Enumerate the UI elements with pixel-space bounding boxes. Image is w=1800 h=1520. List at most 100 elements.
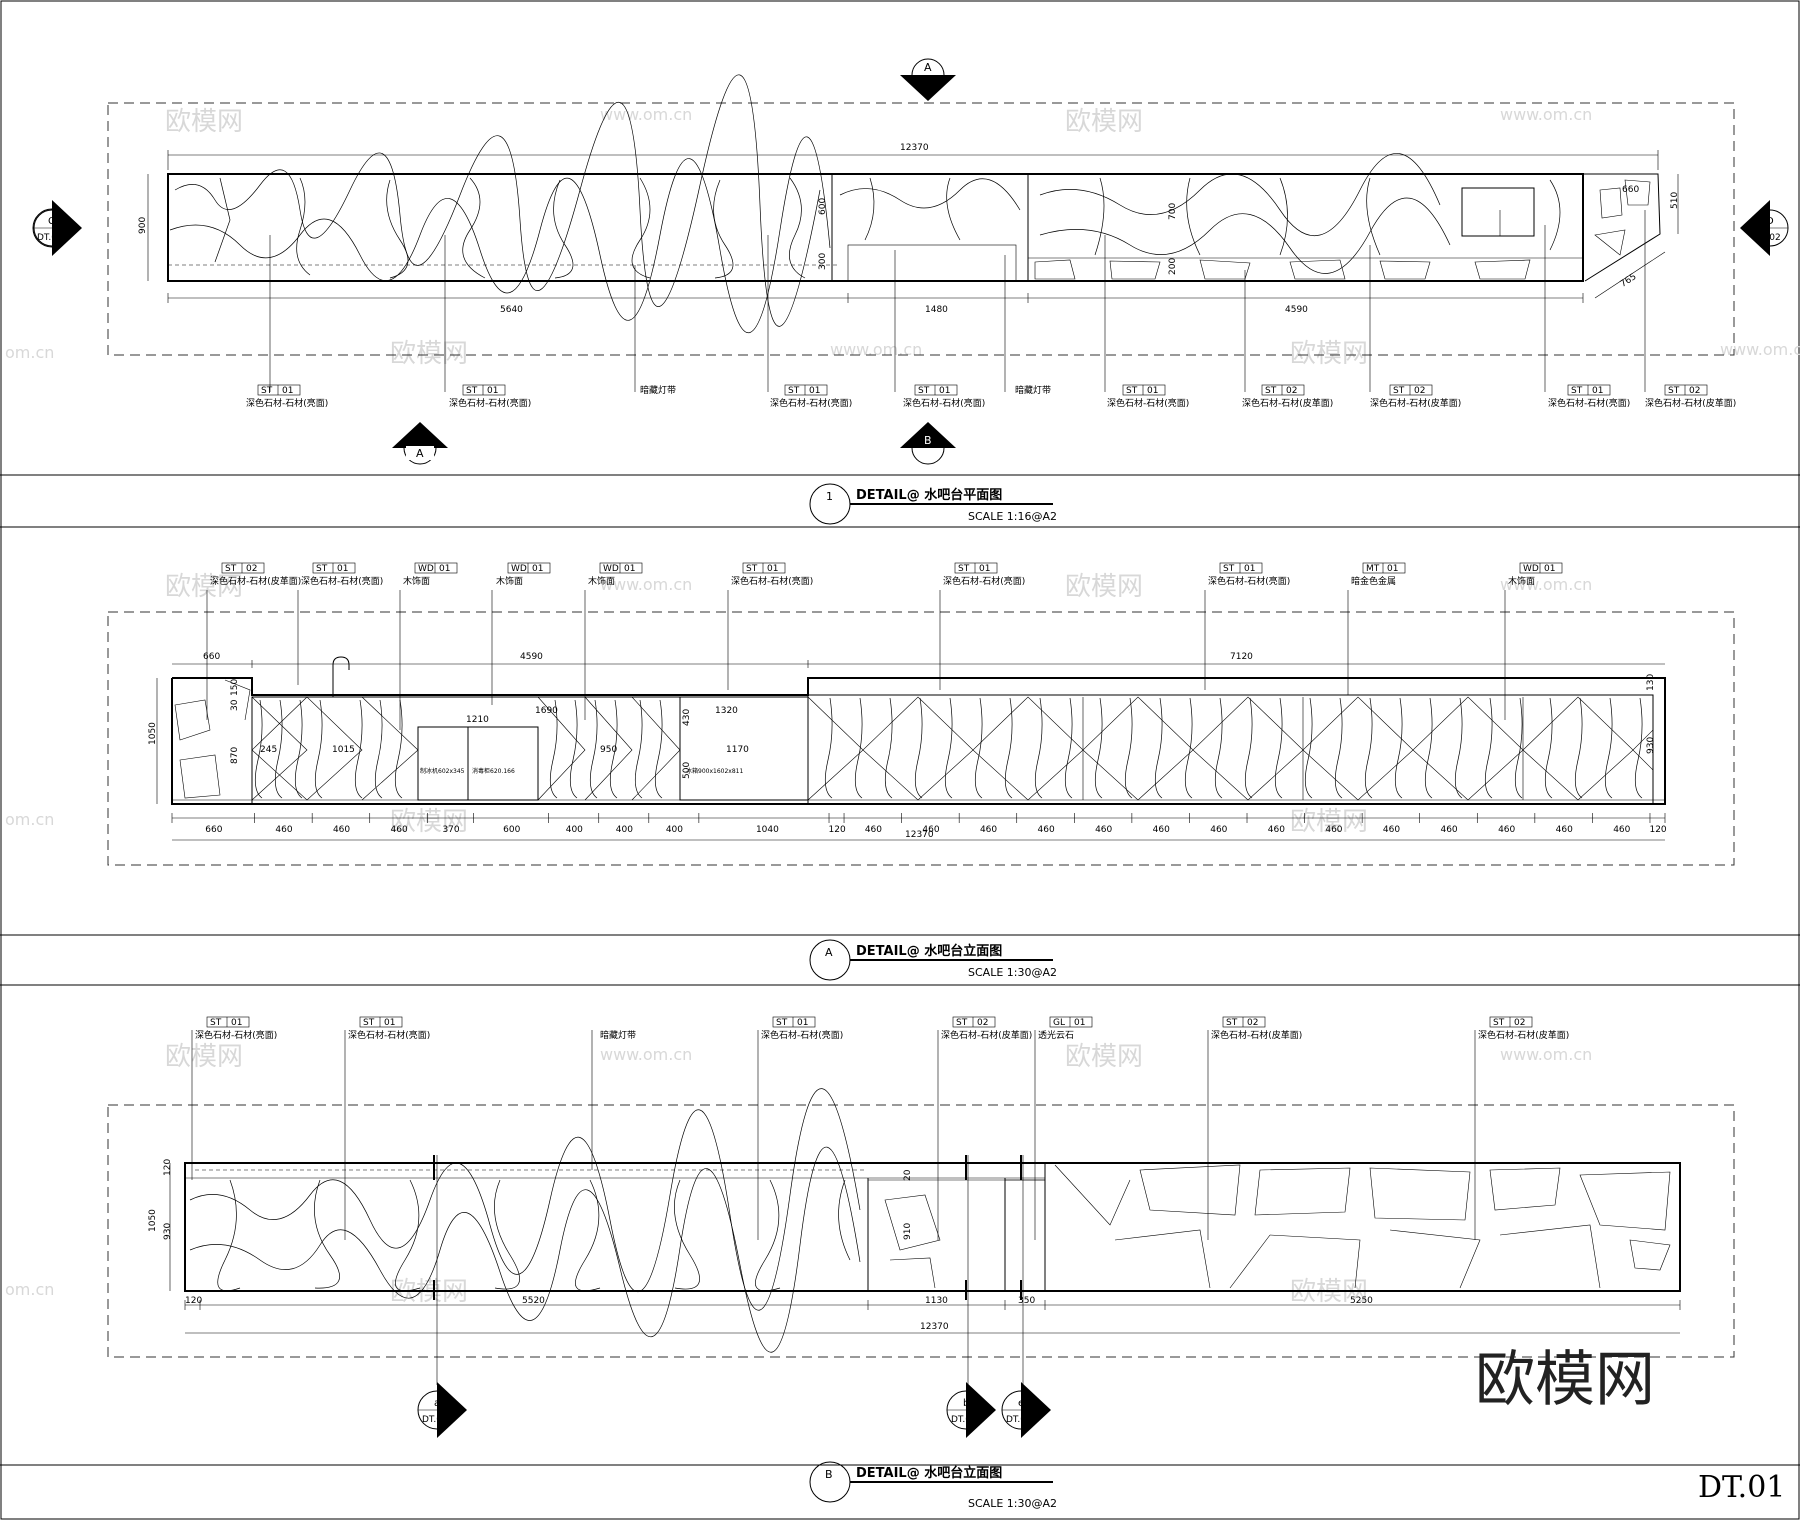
dim-other: 200 — [1168, 258, 1178, 275]
dim-overall: 12370 — [920, 1322, 949, 1332]
dim-segment: 5640 — [500, 305, 523, 315]
panel-scale: SCALE 1:16@A2 — [968, 510, 1057, 523]
plan-leather-blocks — [1034, 179, 1651, 280]
svg-text:DT.02: DT.02 — [1006, 1415, 1032, 1425]
material-tag-num: 01 — [337, 564, 348, 574]
watermark-url: om.cn — [5, 810, 54, 829]
dim-bottom: 460 — [865, 825, 882, 835]
dim-bottom: 460 — [1095, 825, 1112, 835]
dim-bottom: 460 — [1383, 825, 1400, 835]
material-tag-num: 01 — [231, 1018, 242, 1028]
elevation-a-inner-dims: 245 1015 1210 1690 950 1320 1170 870 150… — [230, 674, 1656, 779]
dim-inner: 910 — [903, 1223, 913, 1240]
plan-title-block: 1 DETAIL@ 水吧台平面图 SCALE 1:16@A2 — [809, 483, 1057, 525]
dim-bottom: 460 — [275, 825, 292, 835]
dim-bottom: 460 — [980, 825, 997, 835]
svg-text:e: e — [1018, 1398, 1024, 1409]
dim-inner: 30 — [230, 699, 240, 711]
svg-text:02: 02 — [1689, 386, 1700, 396]
svg-text:ST: ST — [918, 386, 930, 396]
material-tag-label: 暗藏灯带 — [600, 1029, 636, 1041]
dim-inner: 120 — [163, 1159, 173, 1176]
watermark-url: om.cn — [5, 343, 54, 362]
dim-inner: 245 — [260, 745, 277, 755]
material-tag-label: 深色石材-石材(皮革面) — [1211, 1029, 1302, 1041]
elevation-a-dimensions: 660 4590 7120 1050 12370 — [148, 652, 1665, 841]
panel-title: DETAIL@ 水吧台立面图 — [856, 1465, 1002, 1481]
plan-leaders — [269, 210, 1646, 392]
material-tag-code: ST — [210, 1018, 222, 1028]
material-tag-code: ST — [776, 1018, 788, 1028]
elevation-a-stone-left — [174, 679, 251, 799]
material-tag-num: 01 — [624, 564, 635, 574]
material-tag-code: ST — [1223, 564, 1235, 574]
material-tag-num: 01 — [1244, 564, 1255, 574]
material-tag-label: 暗藏灯带 — [1015, 384, 1051, 396]
material-tag-code: WD — [418, 564, 434, 574]
section-marker: B — [900, 422, 956, 465]
svg-text:01: 01 — [809, 386, 820, 396]
panel-scale: SCALE 1:30@A2 — [968, 966, 1057, 979]
svg-text:DT.02: DT.02 — [951, 1415, 977, 1425]
material-tag-label: 深色石材-石材(亮面) — [1548, 397, 1630, 409]
material-tag-num: 02 — [1247, 1018, 1258, 1028]
dim-other: 510 — [1670, 192, 1680, 209]
elevation-a-panel: 制冰机602x345 消毒柜620.166 冰箱900x1602x811 — [107, 562, 1735, 981]
dim-segment: 120 — [185, 1296, 202, 1306]
svg-text:A: A — [416, 447, 424, 460]
watermark-faint: 欧模网 — [390, 807, 468, 837]
dim-bottom: 460 — [922, 825, 939, 835]
material-tag: 暗藏灯带 — [600, 1029, 636, 1041]
dim-inner: 930 — [1646, 737, 1656, 754]
dim-bottom: 460 — [391, 825, 408, 835]
plan-view-boundary — [107, 102, 1735, 356]
material-tag-code: ST — [958, 564, 970, 574]
elevation-a-diamond-panels — [251, 696, 1654, 801]
section-marker: D DT.02 — [1740, 200, 1789, 256]
material-tag-num: 01 — [1387, 564, 1398, 574]
elevation-b-panel: 1050 120 930 20 910 120 5520 1130 350 52… — [107, 1016, 1735, 1510]
material-tag-num: 02 — [1514, 1018, 1525, 1028]
elevation-a-wood-body — [807, 694, 1654, 805]
material-tag-label: 深色石材-石材(亮面) — [449, 397, 531, 409]
material-tag-code: MT — [1366, 564, 1380, 574]
material-tag-label: 深色石材-石材(亮面) — [246, 397, 328, 409]
elevation-b-outline — [184, 1162, 1681, 1292]
section-marker: a DT.02 — [417, 1382, 467, 1438]
material-tag-label: 深色石材-石材(亮面) — [903, 397, 985, 409]
watermark-faint: 欧模网 — [165, 107, 243, 137]
svg-text:ST: ST — [1393, 386, 1405, 396]
plan-sink — [1461, 187, 1535, 237]
svg-text:ST: ST — [466, 386, 478, 396]
dim-inner: 1015 — [332, 745, 355, 755]
panel-title: DETAIL@ 水吧台平面图 — [856, 487, 1002, 503]
elevation-b-leather-pattern — [884, 1164, 1671, 1289]
svg-text:01: 01 — [1147, 386, 1158, 396]
material-tag-label: 深色石材-石材(亮面) — [770, 397, 852, 409]
dim-bottom: 370 — [442, 825, 459, 835]
dim-top: 7120 — [1230, 652, 1253, 662]
material-tag-label: 深色石材-石材(皮革面) — [1645, 397, 1736, 409]
material-tag-num: 02 — [246, 564, 257, 574]
watermark-faint: 欧模网 — [390, 339, 468, 369]
material-tag-code: WD — [603, 564, 619, 574]
elevation-b-title-block: B DETAIL@ 水吧台立面图 SCALE 1:30@A2 — [809, 1461, 1057, 1510]
dim-overall: 12370 — [900, 143, 929, 153]
section-marker: A — [900, 58, 956, 101]
material-tag-code: ST — [1226, 1018, 1238, 1028]
